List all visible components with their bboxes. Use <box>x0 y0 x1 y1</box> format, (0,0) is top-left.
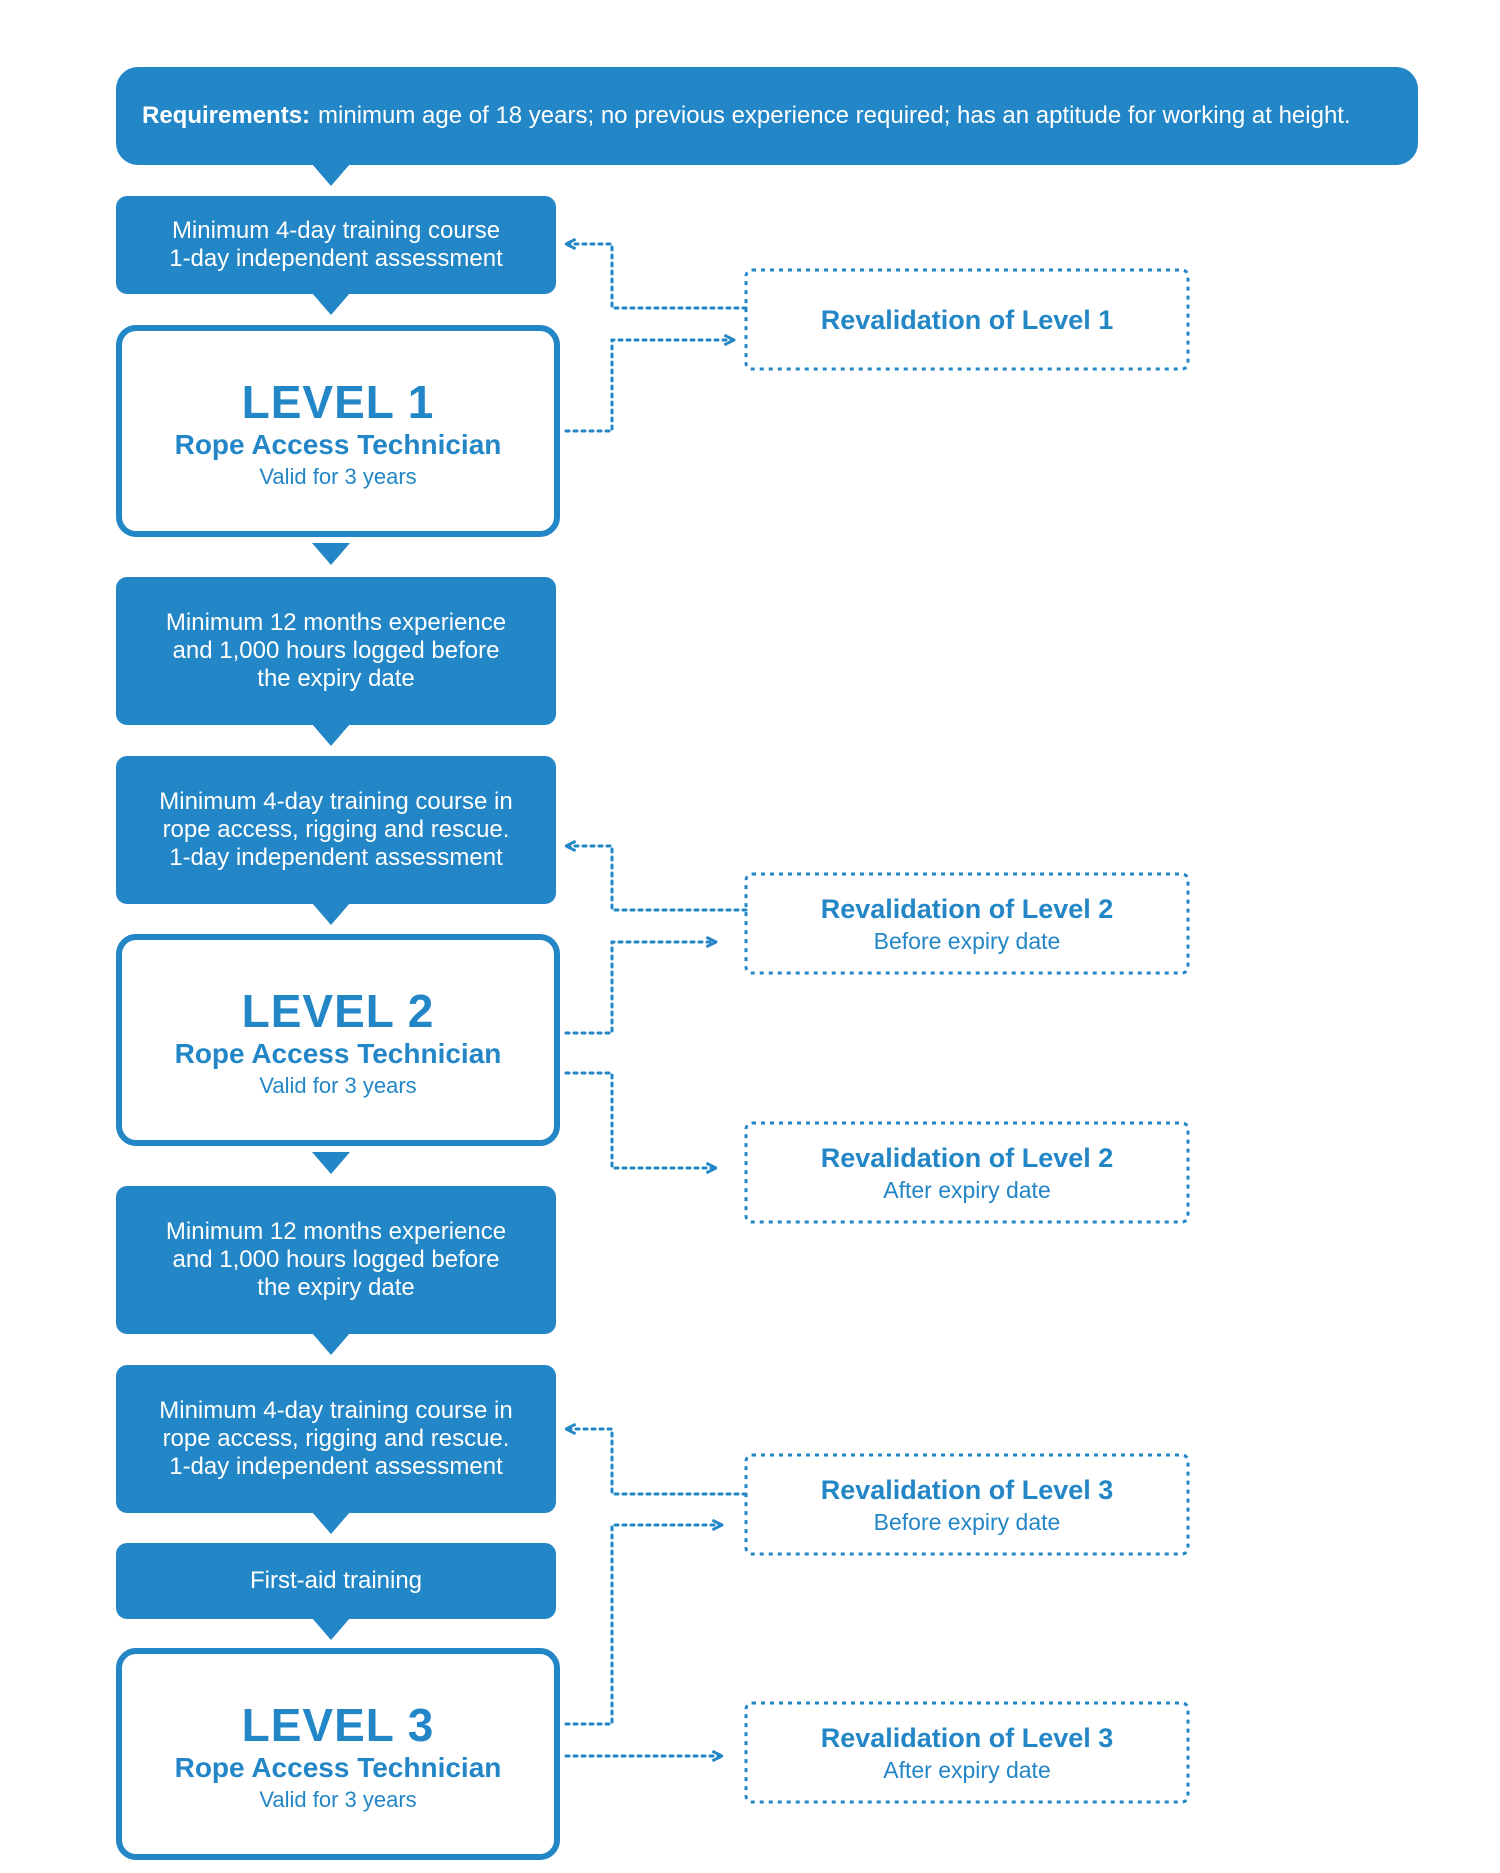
step-line: 1-day independent assessment <box>169 245 503 272</box>
revalidation-level-1: Revalidation of Level 1 <box>746 270 1188 369</box>
level-validity: Valid for 3 years <box>259 464 417 489</box>
revalidation-title: Revalidation of Level 3 <box>820 1722 1114 1753</box>
level-3-card: LEVEL 3 Rope Access Technician Valid for… <box>116 1648 560 1860</box>
step-l3-training: Minimum 4-day training course in rope ac… <box>116 1365 556 1513</box>
revalidation-level-3-before: Revalidation of Level 3 Before expiry da… <box>746 1455 1188 1554</box>
step-line: rope access, rigging and rescue. <box>162 816 510 843</box>
level-subtitle: Rope Access Technician <box>174 1752 502 1783</box>
step-line: and 1,000 hours logged before <box>172 1246 500 1273</box>
step-line: 1-day independent assessment <box>169 844 503 871</box>
revalidation-title: Revalidation of Level 3 <box>820 1474 1114 1505</box>
requirements-text: minimum age of 18 years; no previous exp… <box>318 102 1351 129</box>
step-l3-experience: Minimum 12 months experience and 1,000 h… <box>116 1186 556 1334</box>
connector-l2-after <box>564 1071 718 1168</box>
down-pointer <box>312 1618 350 1640</box>
rev-l2-before-border <box>744 872 1190 975</box>
down-pointer <box>312 724 350 746</box>
revalidation-level-3-after: Revalidation of Level 3 After expiry dat… <box>746 1703 1188 1802</box>
requirements-label: Requirements: <box>142 102 311 129</box>
revalidation-level-2-before: Revalidation of Level 2 Before expiry da… <box>746 874 1188 973</box>
step-line: Minimum 4-day training course in <box>159 788 513 815</box>
down-pointer <box>312 903 350 925</box>
step-line: and 1,000 hours logged before <box>172 637 500 664</box>
revalidation-note: After expiry date <box>883 1176 1051 1203</box>
level-validity: Valid for 3 years <box>259 1073 417 1098</box>
down-pointer <box>312 293 350 315</box>
down-pointer <box>312 1152 350 1174</box>
rev-l3-before-border <box>744 1453 1190 1556</box>
revalidation-title: Revalidation of Level 1 <box>820 304 1114 335</box>
step-l1-training: Minimum 4-day training course 1-day inde… <box>116 196 556 294</box>
revalidation-note: After expiry date <box>883 1756 1051 1783</box>
connector-l3-back <box>564 1429 748 1496</box>
level-title: LEVEL 3 <box>241 1699 435 1751</box>
down-pointer <box>312 164 350 186</box>
step-line: 1-day independent assessment <box>169 1453 503 1480</box>
connector-l1-out <box>564 340 736 433</box>
step-line: rope access, rigging and rescue. <box>162 1425 510 1452</box>
connector-l2-back <box>564 846 748 912</box>
level-title: LEVEL 1 <box>241 376 435 428</box>
requirements-banner: Requirements: minimum age of 18 years; n… <box>116 67 1418 165</box>
step-l2-experience: Minimum 12 months experience and 1,000 h… <box>116 577 556 725</box>
level-title: LEVEL 2 <box>241 985 435 1037</box>
level-subtitle: Rope Access Technician <box>174 1038 502 1069</box>
step-line: First-aid training <box>249 1567 423 1594</box>
step-line: Minimum 4-day training course in <box>159 1397 513 1424</box>
revalidation-title: Revalidation of Level 2 <box>820 893 1114 924</box>
rev-l3-after-border <box>744 1701 1190 1804</box>
step-line: the expiry date <box>257 665 415 692</box>
step-l2-training: Minimum 4-day training course in rope ac… <box>116 756 556 904</box>
step-first-aid: First-aid training <box>116 1543 556 1619</box>
revalidation-note: Before expiry date <box>873 927 1061 954</box>
level-subtitle: Rope Access Technician <box>174 429 502 460</box>
level-1-card: LEVEL 1 Rope Access Technician Valid for… <box>116 325 560 537</box>
level-validity: Valid for 3 years <box>259 1787 417 1812</box>
step-line: Minimum 12 months experience <box>165 1218 507 1245</box>
rev-l1-border <box>744 268 1190 371</box>
revalidation-level-2-after: Revalidation of Level 2 After expiry dat… <box>746 1123 1188 1222</box>
down-pointer <box>312 1512 350 1534</box>
step-line: Minimum 12 months experience <box>165 609 507 636</box>
revalidation-title: Revalidation of Level 2 <box>820 1142 1114 1173</box>
revalidation-note: Before expiry date <box>873 1508 1061 1535</box>
rev-l2-after-border <box>744 1121 1190 1224</box>
connector-l1-back <box>564 244 748 310</box>
down-pointer <box>312 1333 350 1355</box>
level-2-card: LEVEL 2 Rope Access Technician Valid for… <box>116 934 560 1146</box>
step-line: the expiry date <box>257 1274 415 1301</box>
connector-l2-before <box>564 942 718 1035</box>
down-pointer <box>312 543 350 565</box>
connector-l3-before <box>564 1525 724 1726</box>
step-line: Minimum 4-day training course <box>171 217 501 244</box>
